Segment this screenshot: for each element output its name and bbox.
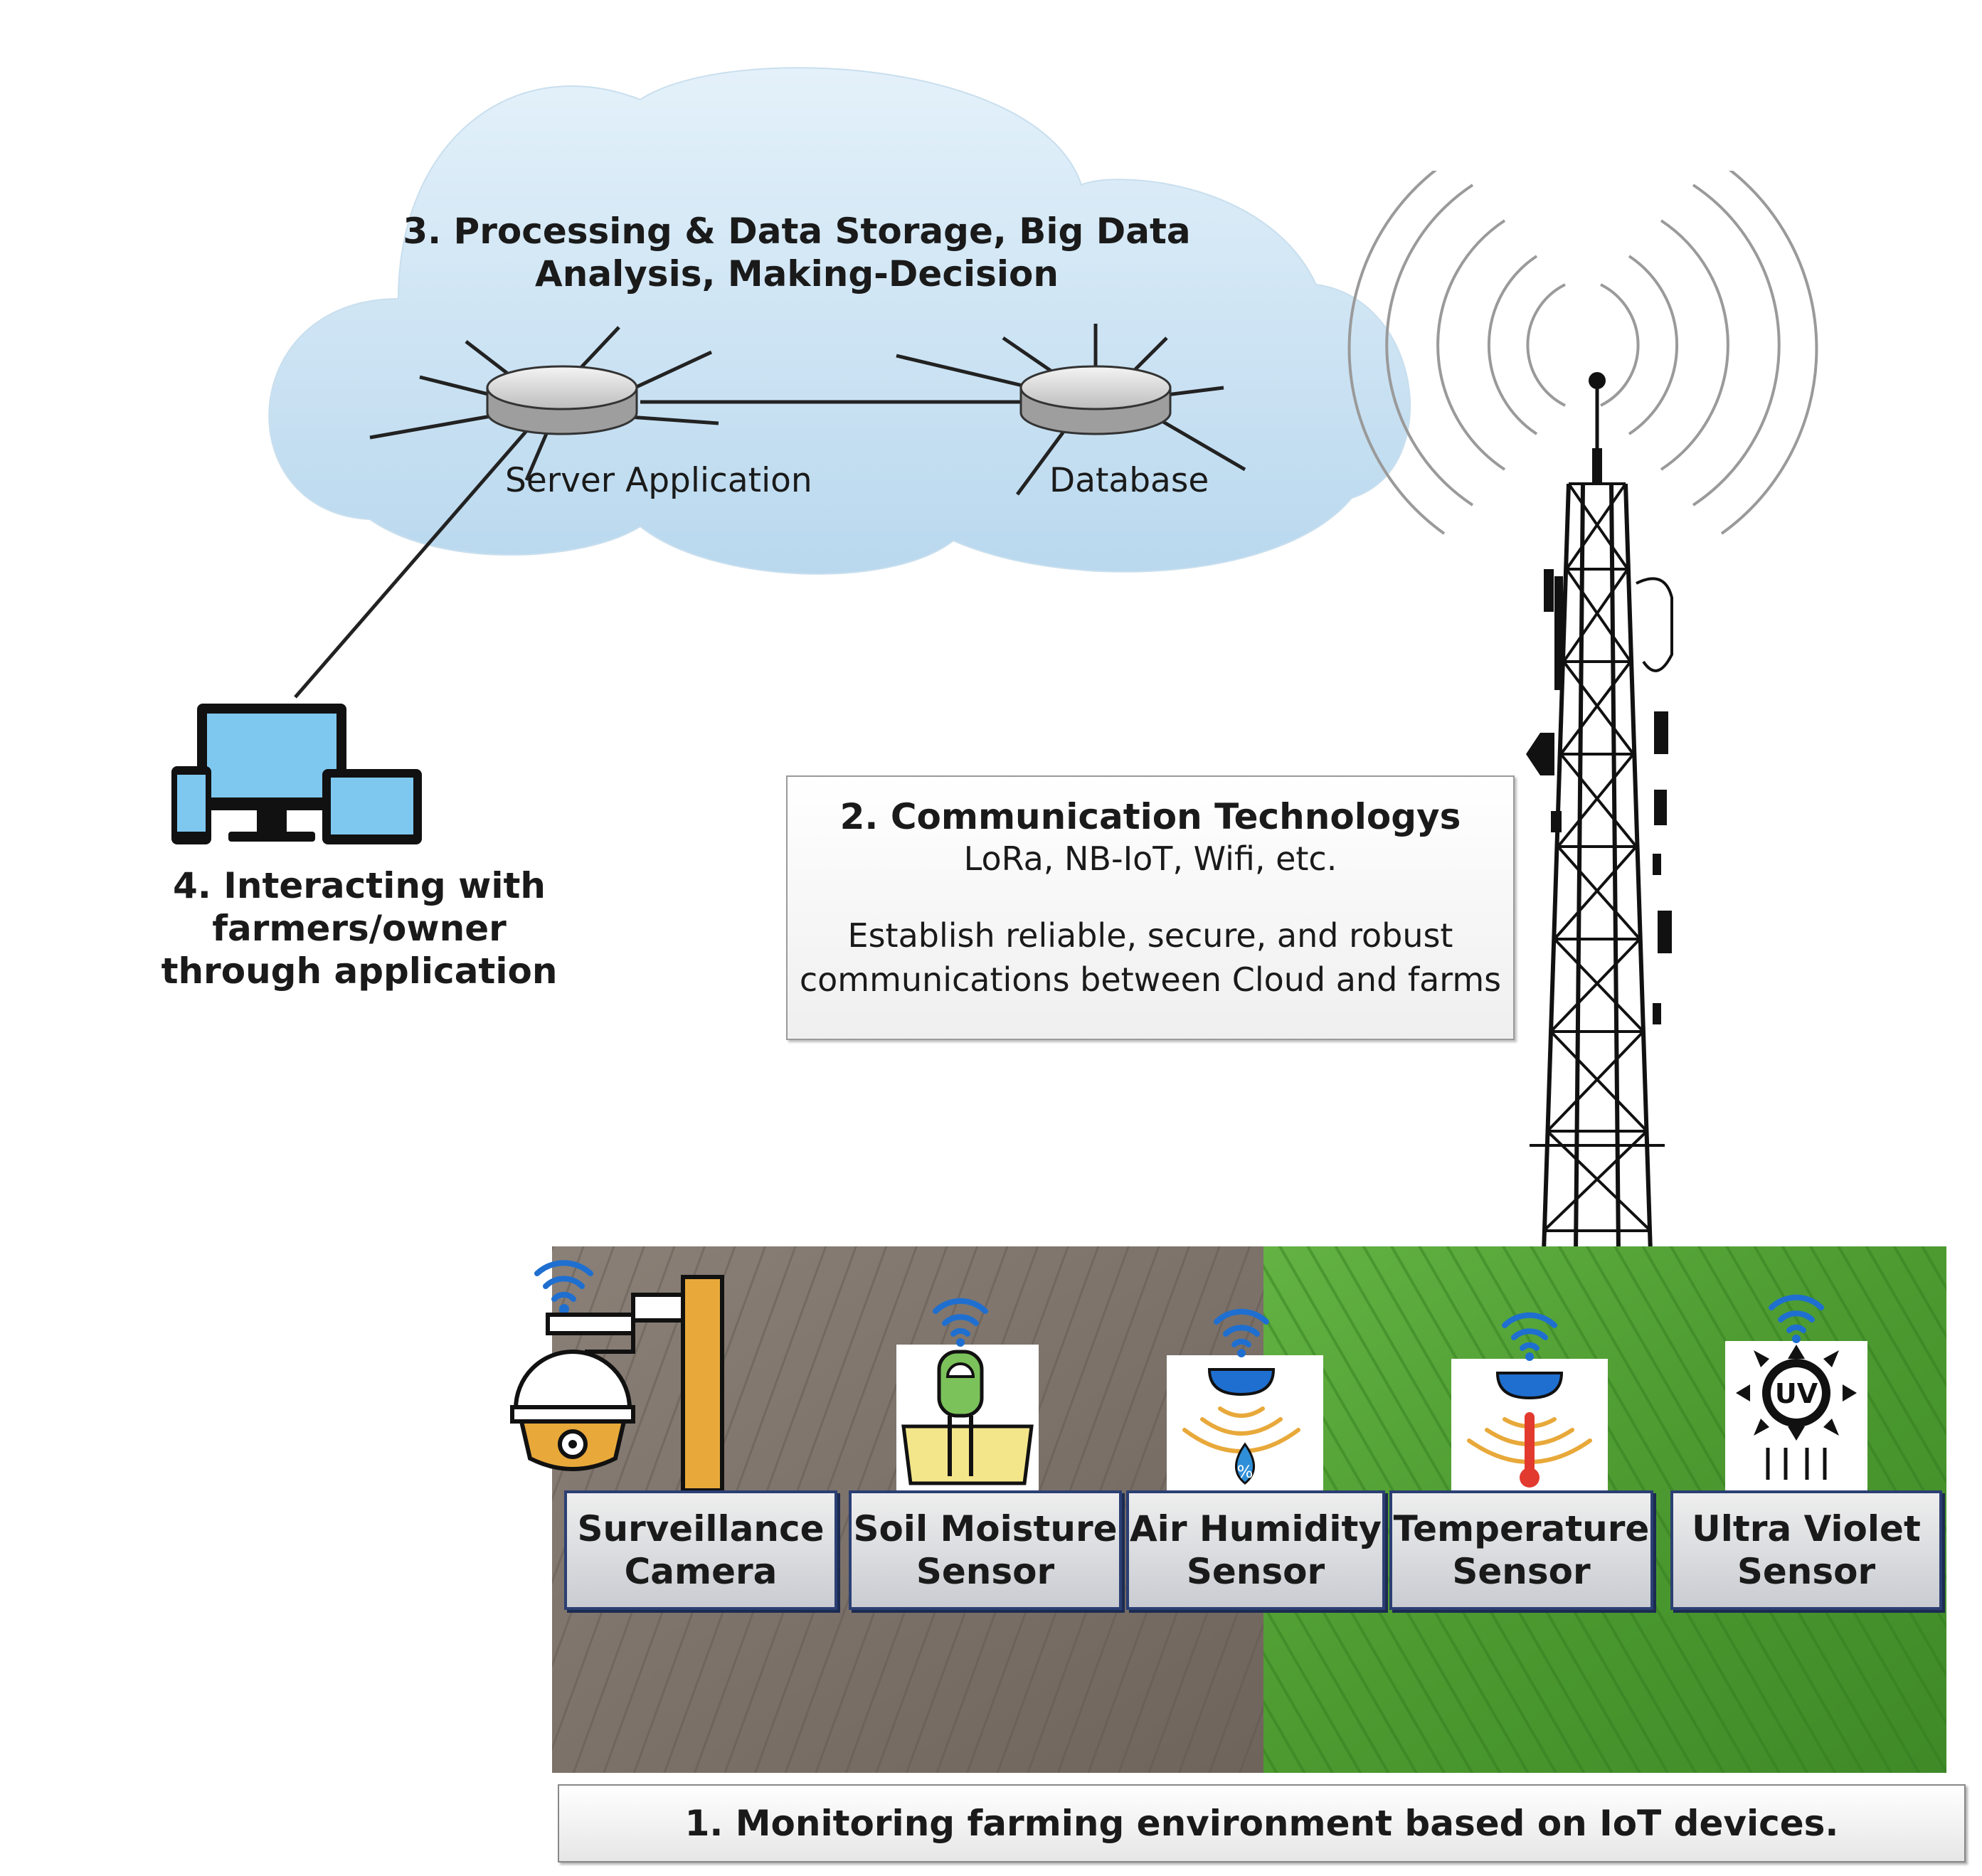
sensor-label-air-humidity: Air Humidity Sensor (1126, 1490, 1385, 1610)
monitoring-label: 1. Monitoring farming environment based … (558, 1784, 1966, 1862)
camera-icon (510, 1260, 724, 1493)
devices-icon (171, 704, 422, 844)
tower-lattice (1530, 482, 1665, 1232)
cloud-network-graphic (268, 67, 1411, 699)
humidity-percent: % (1237, 1462, 1254, 1482)
cloud-title-line2: Analysis, Making-Decision (535, 253, 1059, 295)
cloud-title-line1: 3. Processing & Data Storage, Big Data (403, 211, 1191, 252)
wifi-icon (1502, 1312, 1557, 1351)
sensor-uv-line2: Sensor (1737, 1551, 1876, 1592)
tower-icon (1347, 171, 1818, 1252)
sensor-soil-line1: Soil Moisture (853, 1508, 1118, 1549)
wifi-icon (1769, 1294, 1824, 1333)
step4-line1: 4. Interacting with farmers/owner (173, 865, 546, 949)
sensor-label-soil-moisture: Soil Moisture Sensor (849, 1490, 1122, 1610)
database-label: Database (1049, 461, 1209, 500)
cloud-icon (268, 67, 1411, 575)
sensor-soil-line2: Sensor (916, 1551, 1055, 1592)
uv-icon-text: UV (1775, 1378, 1818, 1409)
sensor-temperature-line2: Sensor (1452, 1551, 1591, 1592)
wifi-icon (933, 1298, 988, 1337)
server-label: Server Application (505, 461, 812, 500)
uv-icon: UV (1725, 1294, 1867, 1490)
humidity-icon: % (1167, 1308, 1323, 1490)
soil-moisture-icon (896, 1298, 1039, 1490)
wifi-icon (1214, 1308, 1269, 1347)
sensor-humidity-line1: Air Humidity (1129, 1508, 1382, 1549)
sensor-camera-line2: Camera (624, 1551, 778, 1592)
step4-label: 4. Interacting with farmers/owner throug… (21, 864, 697, 992)
communication-desc-line1: Establish reliable, secure, and robust (847, 916, 1453, 955)
sensor-label-temperature: Temperature Sensor (1389, 1490, 1653, 1610)
communication-title: 2. Communication Technologys (839, 796, 1461, 837)
sensor-humidity-line2: Sensor (1186, 1551, 1325, 1592)
server-devices-link (294, 425, 531, 699)
cloud-title: 3. Processing & Data Storage, Big Data A… (398, 210, 1195, 295)
thermometer-icon (1451, 1312, 1608, 1490)
step4-line2: through application (161, 950, 558, 992)
communication-desc-line2: communications between Cloud and farms (799, 960, 1502, 999)
signal-waves (1347, 171, 1818, 535)
sensor-uv-line1: Ultra Violet (1692, 1508, 1921, 1549)
sensor-label-ultra-violet: Ultra Violet Sensor (1670, 1490, 1942, 1610)
sensor-temperature-line1: Temperature (1393, 1508, 1650, 1549)
communication-protocols: LoRa, NB-IoT, Wifi, etc. (963, 839, 1337, 878)
database-icon (896, 324, 1246, 496)
sensor-camera-line1: Surveillance (577, 1508, 825, 1549)
wifi-icon (534, 1260, 593, 1302)
communication-description: Establish reliable, secure, and robust c… (788, 913, 1513, 1002)
communication-box: 2. Communication Technologys LoRa, NB-Io… (786, 775, 1515, 1040)
router-icon (369, 326, 719, 481)
sensor-label-camera: Surveillance Camera (564, 1490, 837, 1610)
